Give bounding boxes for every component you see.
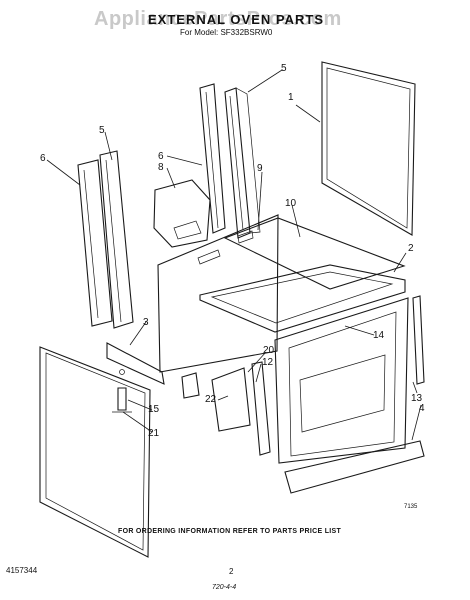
callout-1: 1	[288, 92, 294, 103]
callout-2: 2	[408, 243, 414, 254]
part-3-bottom-rail	[106, 342, 165, 385]
page-title: EXTERNAL OVEN PARTS	[148, 12, 324, 27]
callout-12: 12	[262, 357, 274, 368]
part-21-outer-door-panel	[39, 346, 151, 558]
callout-6-center: 6	[158, 151, 164, 162]
part-13-trim-strip	[412, 295, 425, 385]
part-6-side-panel-center	[199, 83, 226, 234]
callout-5-left: 5	[99, 125, 105, 136]
part-4-kick-panel	[284, 440, 425, 494]
part-8-vent-duct	[153, 179, 211, 248]
part-5-front-side-rail	[99, 150, 134, 329]
callout-13: 13	[411, 393, 423, 404]
figure-code: 7135	[404, 504, 418, 510]
part-20-12-22-hinge-assembly	[181, 361, 271, 456]
part-15-leveling-leg	[112, 369, 132, 413]
callout-numbers: 1 2 3 4 5 5 6 6 8 9 10 12 13 14 15 20 21…	[40, 63, 425, 439]
part-2-top-frame	[199, 264, 406, 333]
callout-3: 3	[143, 317, 149, 328]
page-number: 2	[229, 567, 234, 576]
part-6-left-side-panel	[77, 159, 113, 327]
leader-lines	[46, 69, 422, 441]
document-number: 4157344	[6, 566, 38, 575]
part-9-rear-panel	[157, 214, 279, 373]
callout-20: 20	[263, 345, 275, 356]
part-10-top-panel	[223, 217, 406, 290]
callout-14: 14	[373, 330, 385, 341]
callout-8: 8	[158, 162, 164, 173]
model-subtitle: For Model: SF332BSRW0	[180, 28, 273, 37]
callout-10: 10	[285, 198, 297, 209]
callout-4: 4	[419, 403, 425, 414]
watermark: AppliancePartsPros.com	[94, 8, 342, 30]
part-5-rear-side-rail	[224, 87, 261, 239]
callout-6-left: 6	[40, 153, 46, 164]
callout-9: 9	[257, 163, 263, 174]
ordering-note: FOR ORDERING INFORMATION REFER TO PARTS …	[118, 528, 342, 535]
callout-21: 21	[148, 428, 160, 439]
callout-5-upper: 5	[281, 63, 287, 74]
part-1-door-gasket-frame	[321, 61, 416, 236]
part-14-front-frame	[274, 297, 409, 464]
callout-15: 15	[148, 404, 160, 415]
callout-22: 22	[205, 394, 217, 405]
handwritten-mark: 720-4-4	[212, 584, 237, 591]
